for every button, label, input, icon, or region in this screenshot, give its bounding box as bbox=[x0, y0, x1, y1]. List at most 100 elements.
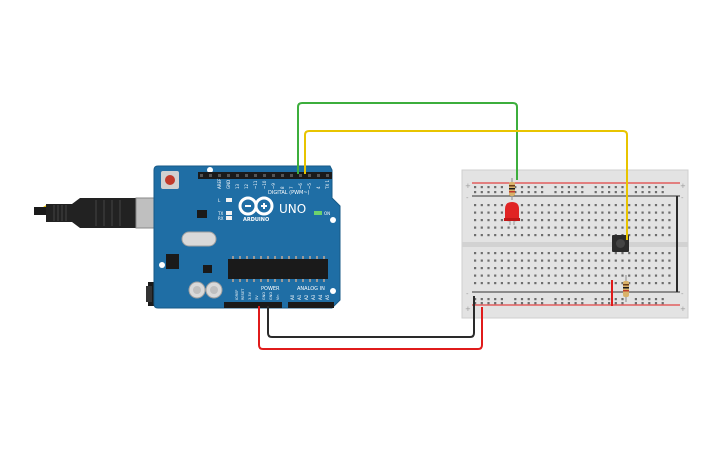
breadboard-hole[interactable] bbox=[480, 259, 483, 262]
breadboard-hole[interactable] bbox=[601, 204, 604, 207]
breadboard-hole[interactable] bbox=[554, 274, 557, 277]
breadboard-hole[interactable] bbox=[608, 274, 611, 277]
breadboard-hole[interactable] bbox=[614, 252, 617, 255]
breadboard-hole[interactable] bbox=[500, 211, 503, 214]
breadboard-hole[interactable] bbox=[534, 259, 537, 262]
breadboard-hole[interactable] bbox=[561, 259, 564, 262]
breadboard-hole[interactable] bbox=[514, 191, 517, 194]
breadboard-hole[interactable] bbox=[641, 252, 644, 255]
breadboard-hole[interactable] bbox=[554, 259, 557, 262]
breadboard-hole[interactable] bbox=[567, 302, 570, 305]
breadboard-hole[interactable] bbox=[608, 219, 611, 222]
breadboard-hole[interactable] bbox=[534, 302, 537, 305]
breadboard-hole[interactable] bbox=[574, 298, 577, 301]
breadboard-hole[interactable] bbox=[534, 252, 537, 255]
breadboard-hole[interactable] bbox=[547, 226, 550, 229]
breadboard-hole[interactable] bbox=[661, 191, 664, 194]
breadboard-hole[interactable] bbox=[634, 219, 637, 222]
breadboard-hole[interactable] bbox=[487, 191, 490, 194]
breadboard-hole[interactable] bbox=[661, 282, 664, 285]
breadboard-hole[interactable] bbox=[554, 252, 557, 255]
breadboard-hole[interactable] bbox=[541, 267, 544, 270]
breadboard-hole[interactable] bbox=[567, 274, 570, 277]
breadboard-hole[interactable] bbox=[561, 219, 564, 222]
breadboard-hole[interactable] bbox=[507, 234, 510, 237]
breadboard-hole[interactable] bbox=[654, 302, 658, 305]
breadboard-hole[interactable] bbox=[581, 259, 584, 262]
breadboard-hole[interactable] bbox=[601, 259, 604, 262]
breadboard-hole[interactable] bbox=[648, 186, 651, 189]
breadboard-hole[interactable] bbox=[574, 267, 577, 270]
breadboard-hole[interactable] bbox=[601, 191, 604, 194]
breadboard-hole[interactable] bbox=[648, 259, 651, 262]
breadboard-hole[interactable] bbox=[507, 226, 510, 229]
breadboard-hole[interactable] bbox=[634, 267, 637, 270]
breadboard-hole[interactable] bbox=[507, 282, 510, 285]
breadboard-hole[interactable] bbox=[527, 274, 530, 277]
breadboard-hole[interactable] bbox=[480, 298, 483, 301]
breadboard-hole[interactable] bbox=[494, 302, 497, 305]
breadboard-hole[interactable] bbox=[541, 204, 544, 207]
breadboard-hole[interactable] bbox=[514, 226, 517, 229]
breadboard-hole[interactable] bbox=[641, 267, 644, 270]
breadboard-hole[interactable] bbox=[500, 259, 503, 262]
breadboard-hole[interactable] bbox=[480, 219, 483, 222]
breadboard-hole[interactable] bbox=[527, 282, 530, 285]
breadboard-hole[interactable] bbox=[474, 252, 477, 255]
breadboard-hole[interactable] bbox=[581, 302, 584, 305]
breadboard-hole[interactable] bbox=[507, 252, 510, 255]
wire-black[interactable] bbox=[267, 296, 475, 338]
breadboard-hole[interactable] bbox=[574, 302, 577, 305]
breadboard-hole[interactable] bbox=[500, 274, 503, 277]
breadboard-hole[interactable] bbox=[541, 252, 544, 255]
breadboard-hole[interactable] bbox=[628, 267, 631, 270]
breadboard-hole[interactable] bbox=[520, 298, 524, 301]
breadboard-hole[interactable] bbox=[601, 267, 604, 270]
breadboard-hole[interactable] bbox=[608, 302, 611, 305]
breadboard-hole[interactable] bbox=[621, 211, 624, 214]
breadboard-hole[interactable] bbox=[520, 226, 524, 229]
breadboard-hole[interactable] bbox=[634, 252, 637, 255]
breadboard-hole[interactable] bbox=[514, 282, 517, 285]
breadboard-hole[interactable] bbox=[474, 259, 477, 262]
breadboard-hole[interactable] bbox=[661, 226, 664, 229]
breadboard-hole[interactable] bbox=[534, 186, 537, 189]
breadboard-hole[interactable] bbox=[614, 186, 617, 189]
breadboard-hole[interactable] bbox=[541, 259, 544, 262]
breadboard-hole[interactable] bbox=[500, 252, 503, 255]
breadboard-hole[interactable] bbox=[494, 282, 497, 285]
breadboard-hole[interactable] bbox=[567, 252, 570, 255]
breadboard-hole[interactable] bbox=[480, 226, 483, 229]
breadboard-hole[interactable] bbox=[554, 186, 557, 189]
breadboard-hole[interactable] bbox=[574, 282, 577, 285]
breadboard-hole[interactable] bbox=[487, 259, 490, 262]
breadboard-hole[interactable] bbox=[554, 191, 557, 194]
breadboard-hole[interactable] bbox=[527, 186, 530, 189]
breadboard-hole[interactable] bbox=[594, 204, 597, 207]
breadboard-hole[interactable] bbox=[554, 298, 557, 301]
breadboard-hole[interactable] bbox=[494, 211, 497, 214]
breadboard-hole[interactable] bbox=[534, 204, 537, 207]
breadboard-hole[interactable] bbox=[567, 204, 570, 207]
breadboard-hole[interactable] bbox=[567, 211, 570, 214]
breadboard-hole[interactable] bbox=[621, 298, 624, 301]
breadboard-hole[interactable] bbox=[480, 267, 483, 270]
breadboard-hole[interactable] bbox=[594, 186, 597, 189]
breadboard-hole[interactable] bbox=[608, 211, 611, 214]
breadboard-hole[interactable] bbox=[608, 204, 611, 207]
breadboard-hole[interactable] bbox=[601, 252, 604, 255]
breadboard-hole[interactable] bbox=[487, 252, 490, 255]
breadboard[interactable]: + - + - - + - + bbox=[461, 169, 689, 319]
breadboard-hole[interactable] bbox=[608, 234, 611, 237]
breadboard-hole[interactable] bbox=[520, 219, 524, 222]
breadboard-hole[interactable] bbox=[594, 298, 597, 301]
breadboard-hole[interactable] bbox=[500, 302, 503, 305]
breadboard-hole[interactable] bbox=[581, 186, 584, 189]
breadboard-hole[interactable] bbox=[561, 211, 564, 214]
breadboard-hole[interactable] bbox=[668, 259, 671, 262]
breadboard-hole[interactable] bbox=[567, 259, 570, 262]
breadboard-hole[interactable] bbox=[648, 302, 651, 305]
breadboard-hole[interactable] bbox=[587, 204, 591, 207]
breadboard-hole[interactable] bbox=[654, 259, 658, 262]
breadboard-hole[interactable] bbox=[661, 298, 664, 301]
